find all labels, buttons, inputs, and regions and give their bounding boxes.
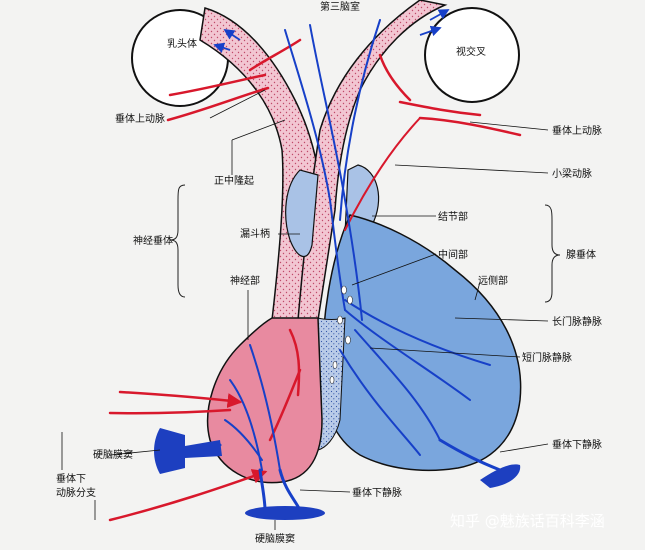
label-short-portal-veins: 短门脉静脉 [522, 351, 572, 364]
label-third-ventricle: 第三脑室 [320, 0, 360, 13]
label-pars-distalis: 远侧部 [478, 274, 508, 287]
label-mammillary-body: 乳头体 [167, 37, 197, 50]
leader-lines [61, 89, 549, 530]
label-inf-hyp-vein-bottom: 垂体下静脉 [352, 486, 402, 499]
label-trabecular-artery: 小梁动脉 [552, 167, 592, 180]
label-sup-hyp-artery-right: 垂体上动脉 [552, 124, 602, 137]
watermark: 知乎 @魅族话百科李涵 [450, 512, 605, 530]
intermedia-vesicles [329, 285, 353, 384]
top-flow-arrows [213, 9, 450, 53]
label-pars-nervosa: 神经部 [230, 274, 260, 287]
brace-neurohypophysis [169, 184, 186, 298]
label-pars-intermedia: 中间部 [438, 248, 468, 261]
label-inf-hyp-vein-right: 垂体下静脉 [552, 438, 602, 451]
optic-chiasm [424, 7, 520, 103]
dural-sinus-bottom-shape [245, 506, 325, 520]
label-neurohypophysis: 神经垂体 [133, 234, 173, 247]
dural-sinus-left-duct [185, 440, 222, 458]
adenohypophysis [321, 214, 522, 472]
pars-tuberalis-left [285, 169, 319, 257]
label-median-eminence: 正中隆起 [214, 174, 254, 187]
label-optic-chiasm: 视交叉 [456, 45, 486, 58]
label-dural-sinus-bottom: 硬脑膜窦 [255, 532, 295, 545]
pars-intermedia [317, 317, 346, 451]
label-pars-tuberalis: 结节部 [438, 210, 468, 223]
label-long-portal-veins: 长门脉静脉 [552, 315, 602, 328]
label-infundibular-stem: 漏斗柄 [240, 227, 270, 240]
label-adenohypophysis: 腺垂体 [566, 248, 596, 261]
label-inf-hyp-artery-branch-2: 动脉分支 [56, 486, 96, 499]
hypothalamic-band-right [297, 0, 448, 321]
label-dural-sinus-left: 硬脑膜窦 [93, 448, 133, 461]
label-inf-hyp-artery-branch-1: 垂体下 [56, 473, 86, 485]
dural-sinus-left-shape [154, 428, 185, 474]
brace-adenohypophysis [544, 204, 561, 303]
label-sup-hyp-artery-left: 垂体上动脉 [115, 112, 165, 125]
arteries [108, 38, 522, 522]
inferior-hypophyseal-vein-right-shape [480, 464, 521, 488]
